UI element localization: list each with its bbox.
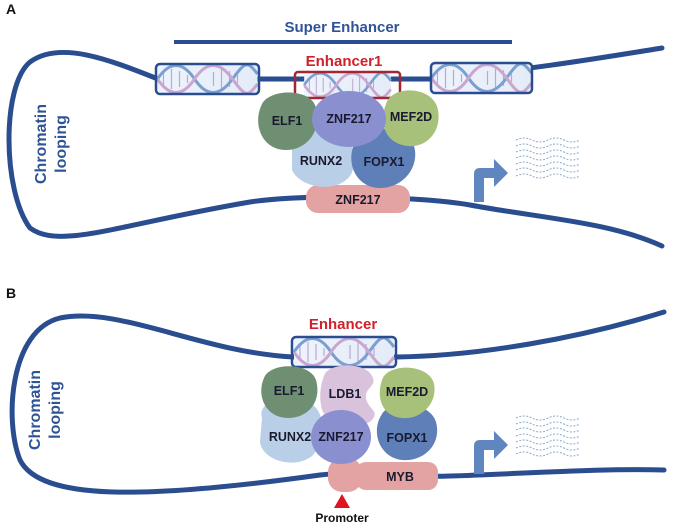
- svg-text:LDB1: LDB1: [329, 387, 362, 401]
- panel-a: A Super Enhancer Enhancer1 Chromatin loo…: [6, 1, 665, 249]
- tf-elf1-b: ELF1: [261, 366, 318, 418]
- super-enhancer-label: Super Enhancer: [284, 19, 399, 36]
- enhancer1-label: Enhancer1: [306, 53, 383, 70]
- chromatin-label-a: Chromatin: [33, 104, 50, 184]
- promoter-label: Promoter: [315, 511, 369, 525]
- transcription-arrow-a: [474, 159, 508, 202]
- svg-text:MYB: MYB: [386, 470, 414, 484]
- chromatin-strand-b: [9, 313, 667, 495]
- svg-text:ELF1: ELF1: [272, 114, 303, 128]
- svg-text:ZNF217: ZNF217: [318, 430, 363, 444]
- svg-text:FOPX1: FOPX1: [364, 155, 405, 169]
- tf-mef2d-b: MEF2D: [379, 367, 435, 419]
- tf-znf217-b: ZNF217: [311, 410, 371, 464]
- looping-label-b: looping: [47, 381, 64, 439]
- tf-fopx1-b: FOPX1: [376, 404, 438, 461]
- dna-helix-box-right: [429, 61, 534, 95]
- dna-helix-box-enhancer-b: [290, 335, 398, 369]
- chromatin-strand-a: [6, 49, 665, 249]
- svg-text:FOPX1: FOPX1: [387, 431, 428, 445]
- panel-a-label: A: [6, 1, 16, 17]
- svg-text:ELF1: ELF1: [274, 384, 305, 398]
- panel-b-label: B: [6, 285, 16, 301]
- tf-mef2d-a: MEF2D: [382, 90, 439, 147]
- chromatin-label-b: Chromatin: [27, 370, 44, 450]
- svg-text:MEF2D: MEF2D: [390, 110, 432, 124]
- tf-myb-b: MYB: [356, 462, 438, 490]
- tf-promoter-blob-b: [328, 458, 362, 492]
- transcript-waves-b: [515, 415, 581, 457]
- dna-helix-box-left: [154, 62, 261, 96]
- tf-elf1-a: ELF1: [258, 92, 318, 150]
- enhancer-label-b: Enhancer: [309, 316, 378, 333]
- svg-text:MEF2D: MEF2D: [386, 385, 428, 399]
- panel-b: B Enhancer Chromatin looping MYB RUNX2 F…: [6, 285, 667, 525]
- svg-text:ZNF217: ZNF217: [335, 193, 380, 207]
- svg-text:RUNX2: RUNX2: [269, 430, 311, 444]
- tf-znf217-top-a: ZNF217: [312, 91, 386, 147]
- upper-strand-b: [290, 309, 667, 360]
- tf-znf217-bottom-a: ZNF217: [306, 185, 410, 213]
- promoter-marker-triangle: [334, 494, 350, 508]
- transcript-waves-a: [515, 137, 581, 179]
- transcription-arrow-b: [474, 431, 508, 474]
- svg-text:RUNX2: RUNX2: [300, 154, 342, 168]
- looping-label-a: looping: [53, 115, 70, 173]
- svg-text:ZNF217: ZNF217: [326, 112, 371, 126]
